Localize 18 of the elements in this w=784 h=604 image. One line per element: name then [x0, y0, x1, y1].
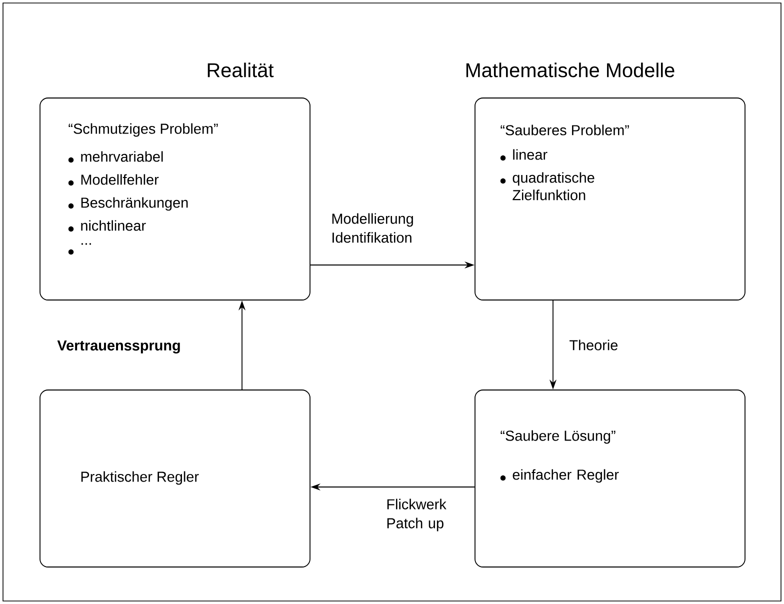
box-heading: Praktischer Regler [81, 471, 199, 485]
column-title: Mathematische Modelle [466, 62, 674, 78]
edge-label: Flickwerk Patch up [387, 498, 446, 532]
bullet-item: Beschränkungen [68, 197, 188, 211]
column-title: Realität [208, 62, 274, 78]
bullet-item: einfacher Regler [500, 469, 619, 483]
edge-label: Modellierung Identifikation [332, 213, 413, 243]
bullet-item: mehrvariabel [68, 151, 163, 163]
bullet-item: Modellfehler [68, 174, 159, 186]
box-heading: “Sauberes Problem” [500, 124, 629, 136]
bullet-item: ... [68, 243, 91, 255]
edge-label: Vertrauenssprung [57, 340, 180, 354]
bullet-item: nichtlinear [68, 220, 146, 232]
box-heading: “Schmutziges Problem” [68, 123, 218, 137]
box-heading: “Saubere Lösung” [500, 430, 616, 444]
bullet-item: linear [500, 149, 548, 161]
bullet-item: quadratische Zielfunktion [500, 172, 594, 200]
edge-label: Theorie [570, 340, 618, 350]
